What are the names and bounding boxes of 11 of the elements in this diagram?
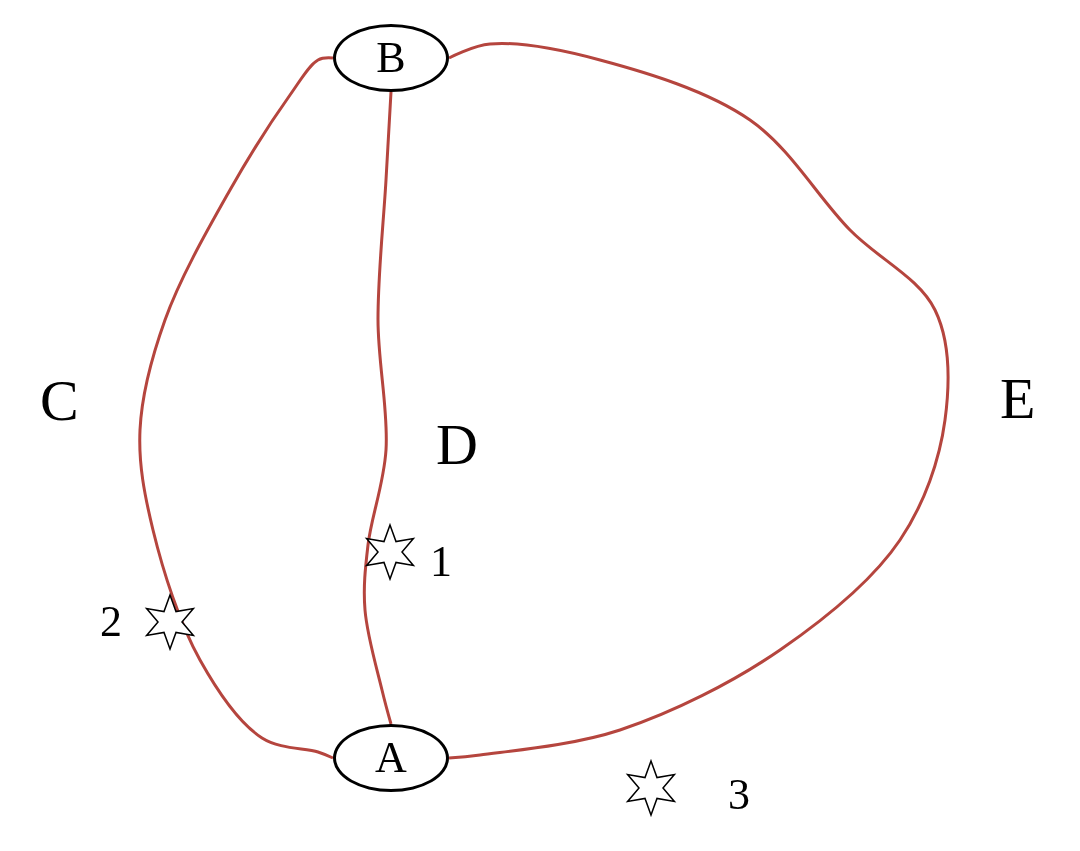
curved-line: [362, 91, 393, 725]
region-label: C: [40, 372, 79, 430]
region-label: E: [1000, 370, 1036, 428]
region-label: D: [436, 416, 478, 474]
node-label: B: [376, 36, 406, 80]
callout-number: 3: [728, 773, 750, 817]
callout-number: 1: [430, 540, 452, 584]
callout-number: 2: [100, 600, 122, 644]
curved-line: [448, 42, 950, 760]
node-label: A: [375, 736, 407, 780]
curved-line: [138, 56, 334, 760]
